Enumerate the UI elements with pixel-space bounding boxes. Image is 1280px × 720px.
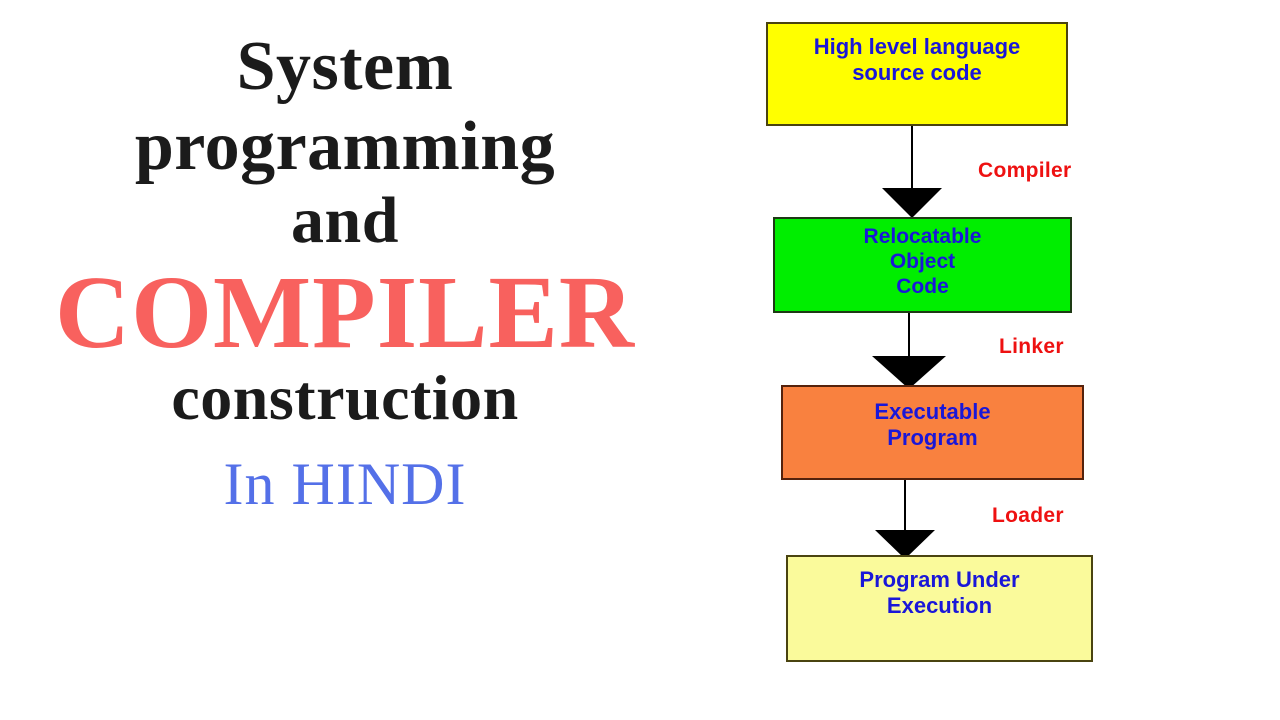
flow-box-program-under-execution: Program Under Execution — [786, 555, 1093, 662]
title-line-programming: programming — [134, 108, 556, 186]
title-line-system: System — [236, 28, 454, 105]
arrow-shaft — [904, 480, 906, 532]
flow-box-source-code-line-2: source code — [852, 59, 982, 85]
flow-box-executable-program: Executable Program — [781, 385, 1084, 480]
arrow-shaft — [908, 313, 910, 359]
flow-box-relocatable-object-code: Relocatable Object Code — [773, 217, 1072, 313]
flow-box-source-code-line-1: High level language — [813, 34, 1021, 59]
flow-box-source-code: High level language source code — [766, 22, 1068, 126]
flow-box-execution-line-1: Program Under — [859, 567, 1020, 592]
title-highlight-compiler: COMPILER — [55, 255, 635, 371]
title-line-construction: construction — [171, 362, 519, 434]
arrow-down-loader — [875, 480, 935, 559]
flow-box-executable-line-1: Executable — [874, 399, 991, 424]
flow-box-object-line-1: Relocatable — [863, 225, 982, 248]
arrow-head — [872, 356, 946, 389]
arrow-shaft — [911, 126, 913, 192]
stage-label-linker: Linker — [999, 335, 1064, 358]
course-title-block: System programming and COMPILER construc… — [0, 28, 690, 519]
title-language-in-hindi: In HINDI — [223, 451, 467, 518]
flow-box-object-line-2: Object — [889, 249, 956, 273]
stage-label-loader: Loader — [992, 504, 1064, 527]
flow-box-executable-line-2: Program — [887, 424, 978, 450]
arrow-down-compiler — [882, 126, 942, 218]
flow-box-object-line-3: Code — [896, 274, 949, 298]
arrow-down-linker — [872, 313, 946, 389]
arrow-head — [882, 188, 942, 218]
stage-label-compiler: Compiler — [978, 159, 1072, 182]
arrow-head — [875, 530, 935, 559]
flow-box-execution-line-2: Execution — [886, 592, 993, 618]
title-line-and: and — [291, 184, 399, 258]
